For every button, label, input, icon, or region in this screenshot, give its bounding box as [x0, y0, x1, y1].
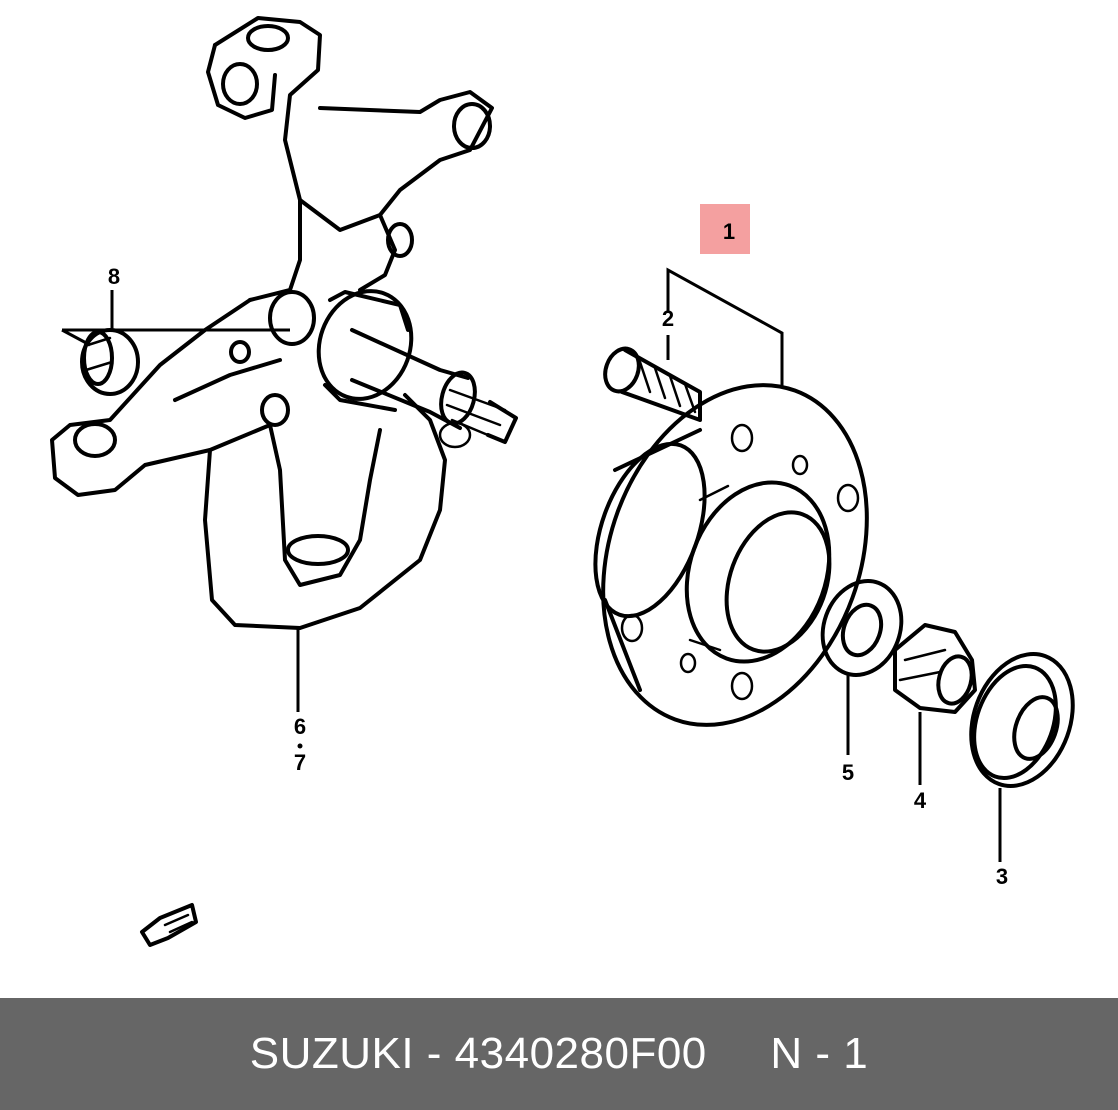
part-number-caption: SUZUKI - 4340280F00 N - 1: [249, 1029, 869, 1078]
knuckle-plug: [80, 328, 140, 396]
hub-nut: [893, 623, 977, 714]
callout-8: 8: [108, 264, 120, 289]
exploded-view-drawing: 1 2 3 4 5 6 7 8: [50, 16, 1075, 947]
callout-2: 2: [662, 306, 674, 331]
callout-1: 1: [723, 219, 735, 244]
leader-lines: [61, 267, 1002, 862]
direction-arrow-icon: [140, 903, 198, 947]
callout-4: 4: [914, 788, 927, 813]
callout-separator-dot: [297, 743, 303, 749]
callout-5: 5: [842, 760, 854, 785]
parts-diagram: 1 2 3 4 5 6 7 8: [50, 16, 1075, 947]
callout-highlight: [700, 204, 750, 254]
wheel-hub: [593, 383, 869, 727]
washer: [820, 579, 904, 677]
hub-bolt: [603, 346, 702, 422]
callout-6: 6: [294, 714, 306, 739]
dust-cap: [969, 652, 1075, 788]
steering-knuckle: [50, 16, 518, 630]
footer-bar: SUZUKI - 4340280F00 N - 1: [0, 998, 1118, 1110]
callout-3: 3: [996, 864, 1008, 889]
callout-7: 7: [294, 750, 306, 775]
